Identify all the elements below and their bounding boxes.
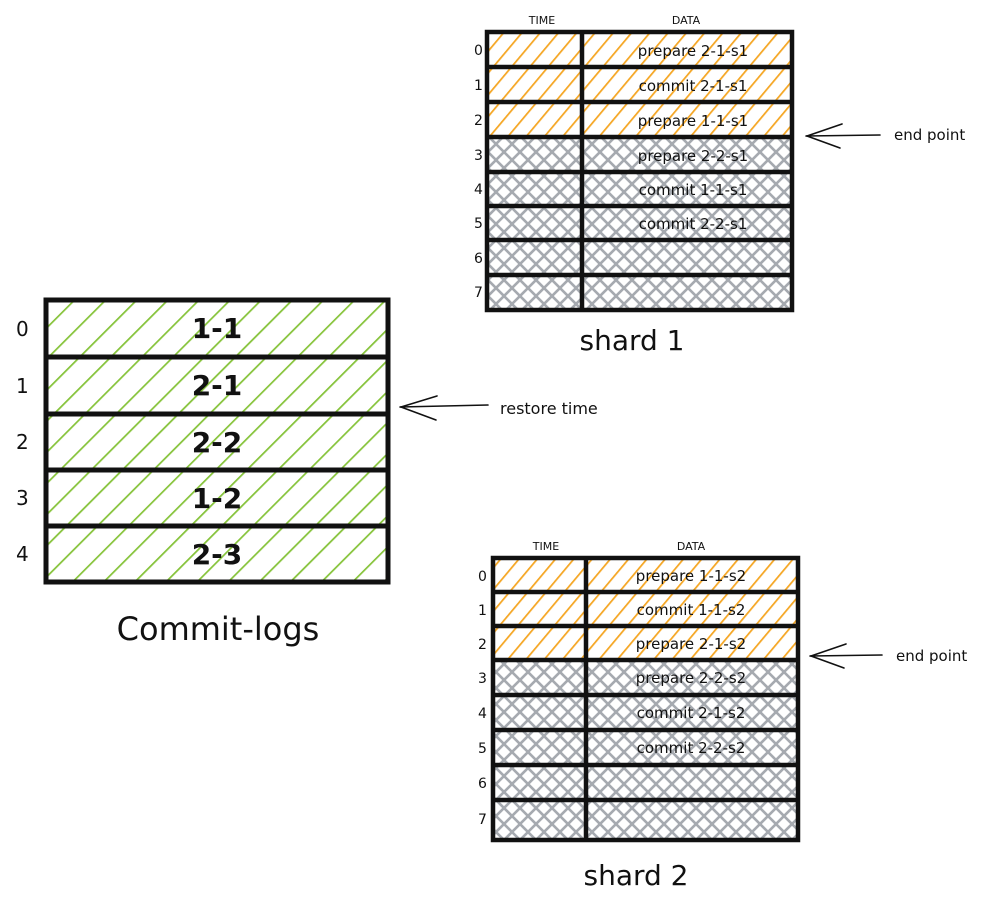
restore-time-arrow-icon [399, 395, 489, 421]
shard1-row-index: 3 [474, 148, 483, 164]
commit-log-index: 3 [16, 486, 29, 510]
shard-2: TIME DATA 0 1 2 3 4 5 6 7 [478, 540, 967, 892]
shard2-row-data: prepare 2-2-s2 [636, 669, 746, 687]
commit-log-label: 2-3 [192, 538, 243, 571]
shard2-row-index: 2 [478, 637, 487, 653]
shard2-row-index: 7 [478, 812, 487, 828]
shard1-row-index: 7 [474, 285, 483, 301]
shard2-end-point-arrow-icon [809, 643, 883, 669]
shard1-title: shard 1 [580, 324, 685, 357]
shard2-row-data: commit 2-1-s2 [637, 704, 746, 722]
shard1-row-index: 6 [474, 251, 483, 267]
shard2-row-data: commit 1-1-s2 [637, 601, 746, 619]
shard1-row-index: 4 [474, 182, 483, 198]
shard2-grid [490, 555, 801, 843]
commit-log-index: 2 [16, 430, 29, 454]
shard1-end-point-label: end point [894, 126, 965, 144]
shard1-end-point-arrow-icon [805, 123, 881, 149]
commit-log-index: 0 [16, 317, 29, 341]
shard1-grid [484, 29, 795, 313]
shard2-row-index: 3 [478, 671, 487, 687]
commit-log-index: 1 [16, 374, 29, 398]
commit-logs-fill [46, 300, 388, 582]
shard2-row-index: 6 [478, 776, 487, 792]
shard2-row-index: 5 [478, 741, 487, 757]
commit-log-label: 2-1 [192, 369, 243, 402]
shard1-row-data: commit 1-1-s1 [639, 181, 748, 199]
shard2-title: shard 2 [584, 859, 689, 892]
shard2-row-data: commit 2-2-s2 [637, 739, 746, 757]
commit-log-index: 4 [16, 542, 29, 566]
shard1-row-index: 5 [474, 216, 483, 232]
commit-logs: 0 1 2 3 4 1-1 2-1 2-2 1-2 2-3 Commit-log… [16, 297, 598, 648]
commit-log-label: 2-2 [192, 426, 243, 459]
shard2-row-index: 4 [478, 706, 487, 722]
commit-log-label: 1-2 [192, 482, 243, 515]
shard2-row-index: 0 [478, 569, 487, 585]
shard2-row-data: prepare 2-1-s2 [636, 635, 746, 653]
shard1-data-header: DATA [672, 14, 701, 27]
commit-log-label: 1-1 [192, 312, 243, 345]
shard-1: TIME DATA 0 1 2 3 4 5 6 7 [474, 14, 965, 357]
shard1-row-data: prepare 2-1-s1 [638, 42, 748, 60]
shard2-time-header: TIME [532, 540, 559, 553]
shard2-row-index: 1 [478, 603, 487, 619]
shard2-data-header: DATA [677, 540, 706, 553]
shard1-row-data: commit 2-2-s1 [639, 215, 748, 233]
shard1-row-index: 1 [474, 78, 483, 94]
shard1-row-index: 2 [474, 113, 483, 129]
shard1-time-header: TIME [528, 14, 555, 27]
commit-logs-title: Commit-logs [117, 610, 320, 648]
shard1-row-data: commit 2-1-s1 [639, 77, 748, 95]
shard1-fills [487, 32, 792, 310]
shard1-row-data: prepare 1-1-s1 [638, 112, 748, 130]
shard2-fills [493, 558, 798, 840]
restore-time-label: restore time [500, 399, 598, 418]
commit-logs-grid [43, 297, 391, 585]
shard1-row-index: 0 [474, 43, 483, 59]
shard2-row-data: prepare 1-1-s2 [636, 567, 746, 585]
shard2-end-point-label: end point [896, 647, 967, 665]
shard1-row-data: prepare 2-2-s1 [638, 147, 748, 165]
